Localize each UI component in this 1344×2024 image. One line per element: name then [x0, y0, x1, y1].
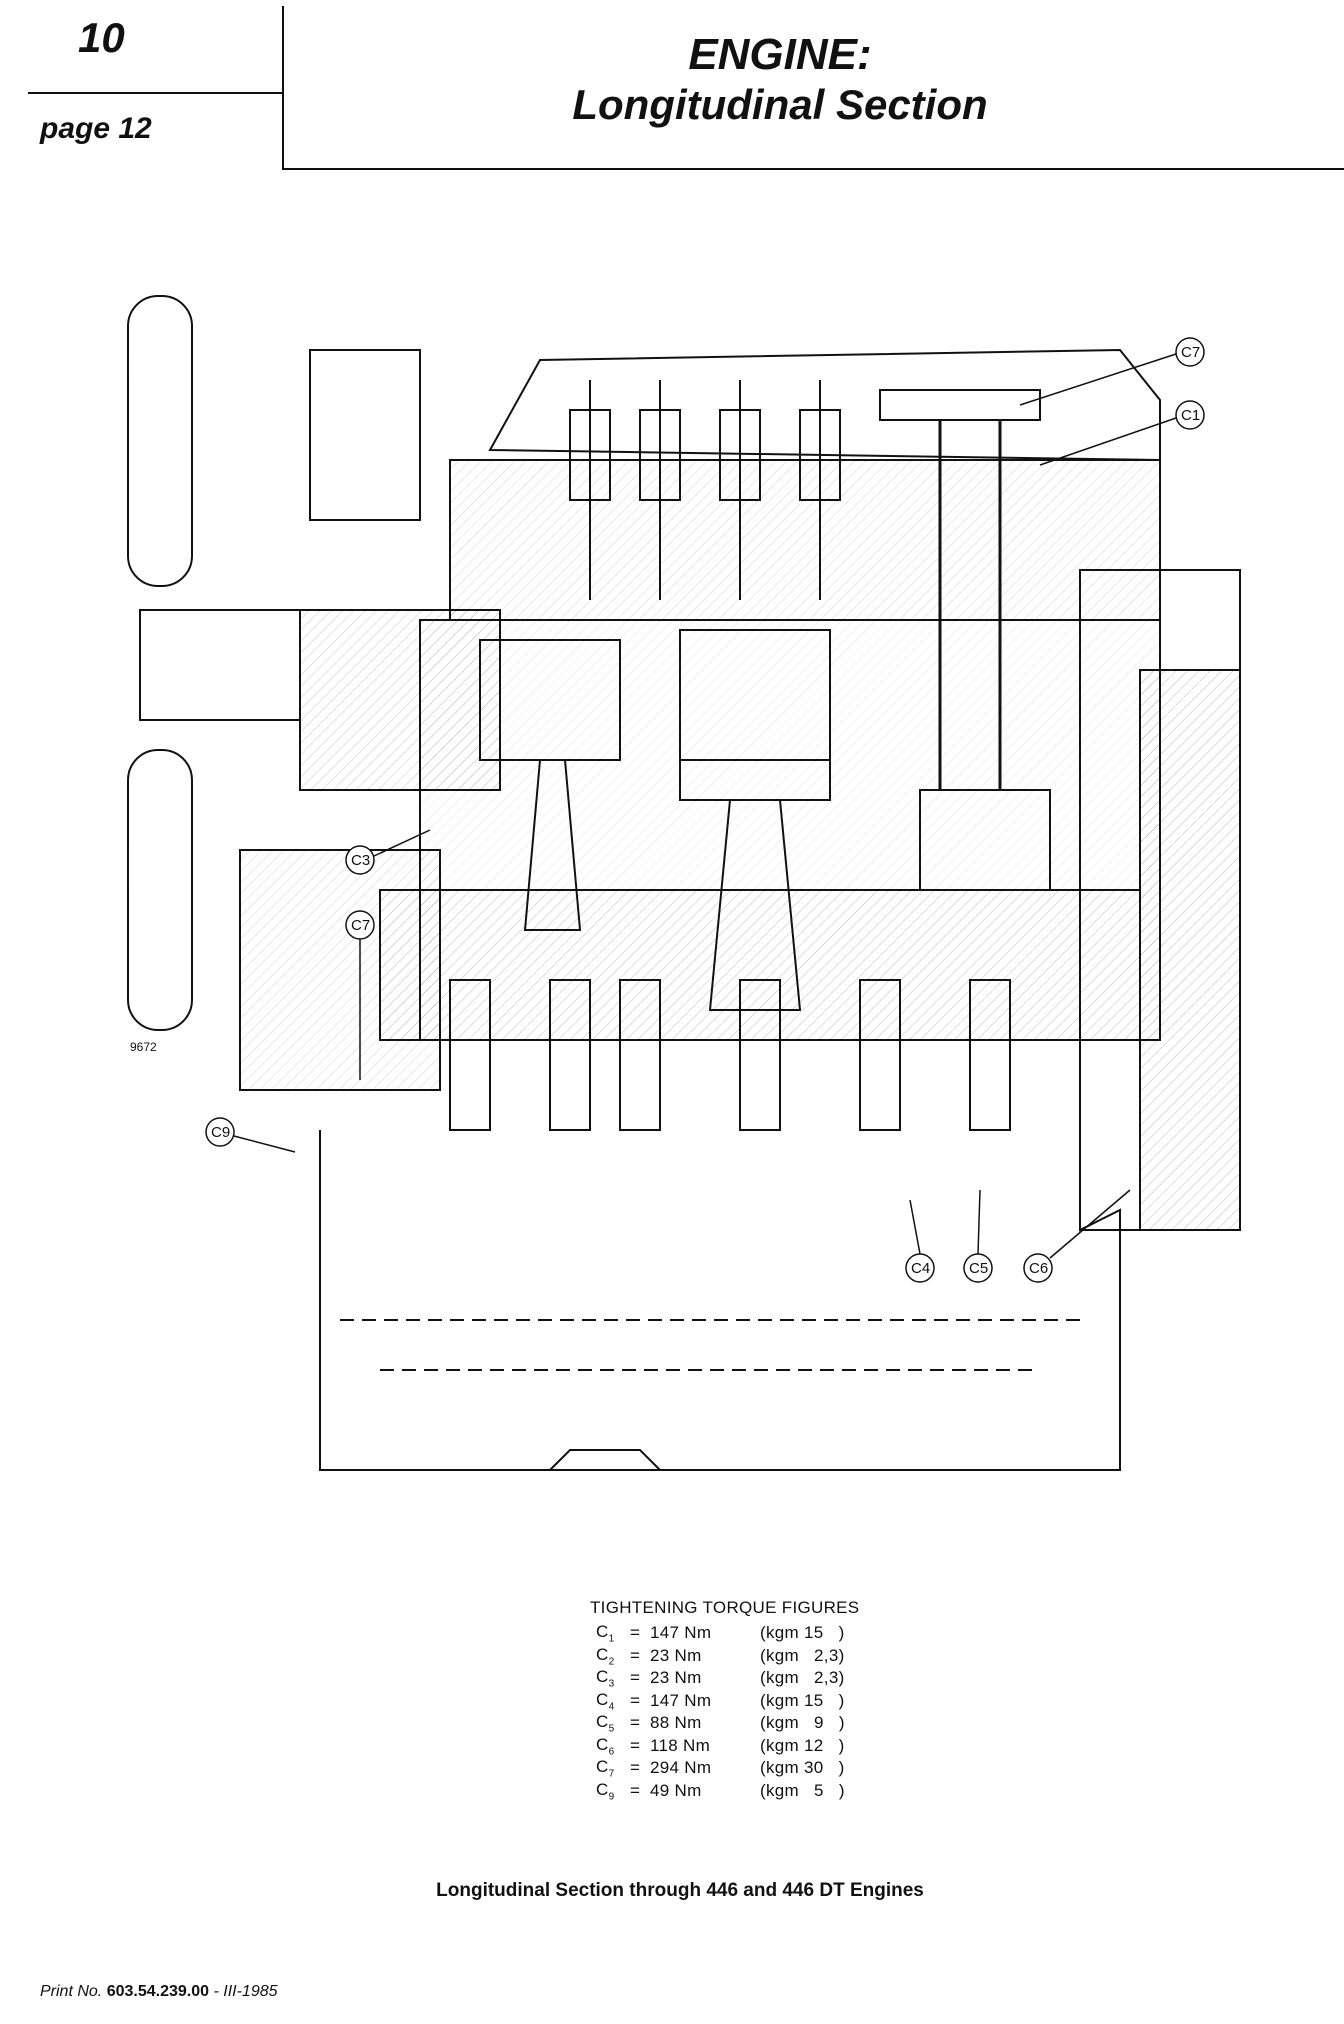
torque-equals: = — [630, 1735, 641, 1755]
engine-diagram-svg: C7 C1 C3 C7 C9 C4 C5 C6 — [127, 295, 1241, 1471]
drain-plug — [549, 1449, 661, 1471]
callout-c3-label: C3 — [351, 852, 370, 869]
torque-kgm: (kgm 5 ) — [760, 1780, 845, 1800]
callout-c9-label: C9 — [211, 1124, 230, 1141]
torque-code: C9 — [596, 1779, 615, 1802]
page-label: page 12 — [40, 112, 152, 145]
torque-row: C1 = 147 Nm (kgm 15 ) — [590, 1622, 950, 1645]
torque-kgm: (kgm 9 ) — [760, 1713, 845, 1733]
torque-equals: = — [630, 1690, 641, 1710]
timing-gear-housing — [239, 849, 441, 1091]
callout-c3 — [345, 845, 375, 875]
torque-equals: = — [630, 1780, 641, 1800]
callout-c1 — [1175, 400, 1205, 430]
torque-nm: 147 Nm — [650, 1690, 712, 1710]
figure-number: 9672 — [130, 1040, 157, 1054]
print-prefix: Print No. — [40, 1983, 103, 2000]
torque-kgm: (kgm 2,3) — [760, 1645, 845, 1665]
torque-rows: C1 = 147 Nm (kgm 15 ) C2 = 23 Nm (kgm 2,3) C3 = 23… — [590, 1622, 950, 1802]
torque-nm: 294 Nm — [650, 1758, 712, 1778]
engine-section-drawing: C7 C1 C3 C7 C9 C4 C5 C6 — [120, 290, 1260, 1510]
header-vertical-rule — [282, 6, 284, 170]
torque-kgm: (kgm 2,3) — [760, 1668, 845, 1688]
callout-c4-label: C4 — [911, 1260, 930, 1277]
torque-table-title: TIGHTENING TORQUE FIGURES — [590, 1598, 860, 1617]
print-number: 603.54.239.00 — [106, 1983, 210, 2000]
torque-equals: = — [630, 1713, 641, 1733]
torque-nm: 88 Nm — [650, 1713, 702, 1733]
torque-row: C5 = 88 Nm (kgm 9 ) — [590, 1712, 950, 1735]
torque-row: C9 = 49 Nm (kgm 5 ) — [590, 1780, 950, 1803]
torque-code: C3 — [596, 1667, 615, 1690]
torque-table: TIGHTENING TORQUE FIGURES C1 = 147 Nm (kgm … — [590, 1598, 950, 1802]
crank-webs — [449, 979, 1011, 1131]
torque-nm: 147 Nm — [650, 1623, 712, 1643]
torque-kgm: (kgm 15 ) — [760, 1690, 845, 1710]
header-divider — [28, 92, 284, 94]
callout-c6 — [1023, 1253, 1053, 1283]
torque-nm: 118 Nm — [650, 1735, 711, 1755]
fan-blade-bottom — [127, 749, 193, 1031]
torque-equals: = — [630, 1668, 641, 1688]
torque-row: C6 = 118 Nm (kgm 12 ) — [590, 1735, 950, 1758]
callout-c5-label: C5 — [969, 1260, 988, 1277]
torque-code: C2 — [596, 1644, 615, 1667]
torque-nm: 23 Nm — [650, 1645, 702, 1665]
torque-row: C3 = 23 Nm (kgm 2,3) — [590, 1667, 950, 1690]
torque-code: C4 — [596, 1689, 615, 1712]
crankshaft — [379, 889, 1141, 1041]
callout-c9 — [205, 1117, 235, 1147]
page-title-line2: Longitudinal Section — [572, 80, 988, 128]
torque-row: C7 = 294 Nm (kgm 30 ) — [590, 1757, 950, 1780]
torque-nm: 49 Nm — [650, 1780, 702, 1800]
fan-blade-top — [127, 295, 193, 587]
thermostat — [309, 349, 421, 521]
torque-code: C6 — [596, 1734, 615, 1757]
torque-code: C5 — [596, 1712, 615, 1735]
rocker-cover — [488, 348, 1161, 462]
figure-caption: Longitudinal Section through 446 and 446… — [436, 1880, 924, 1901]
oil-sump — [319, 1130, 1121, 1471]
valves — [569, 380, 841, 600]
torque-equals: = — [630, 1645, 641, 1665]
rocker-shaft — [879, 389, 1041, 421]
callout-c7-top — [1175, 337, 1205, 367]
callout-c7-mid-label: C7 — [351, 917, 370, 934]
torque-row: C2 = 23 Nm (kgm 2,3) — [590, 1645, 950, 1668]
torque-nm: 23 Nm — [650, 1668, 702, 1688]
fan-hub — [139, 609, 301, 721]
callout-c1-label: C1 — [1181, 407, 1200, 424]
torque-code: C7 — [596, 1757, 615, 1780]
section-number: 10 — [78, 14, 125, 61]
torque-kgm: (kgm 15 ) — [760, 1623, 845, 1643]
callout-c7-top-label: C7 — [1181, 344, 1200, 361]
torque-code: C1 — [596, 1622, 615, 1645]
print-date: - III-1985 — [213, 1983, 278, 2000]
flywheel-housing — [1079, 569, 1241, 1231]
page-title-line1: ENGINE: — [688, 30, 872, 79]
torque-equals: = — [630, 1623, 641, 1643]
header-bottom-rule — [282, 168, 1344, 170]
torque-kgm: (kgm 30 ) — [760, 1758, 845, 1778]
print-footer: Print No. 603.54.239.00 - III-1985 — [40, 1983, 278, 2001]
torque-row: C4 = 147 Nm (kgm 15 ) — [590, 1690, 950, 1713]
callout-c6-label: C6 — [1029, 1260, 1048, 1277]
cylinder-head — [449, 459, 1161, 621]
torque-kgm: (kgm 12 ) — [760, 1735, 845, 1755]
flywheel — [1139, 669, 1241, 1231]
torque-equals: = — [630, 1758, 641, 1778]
page-title: ENGINE: Longitudinal Section — [520, 30, 1040, 129]
